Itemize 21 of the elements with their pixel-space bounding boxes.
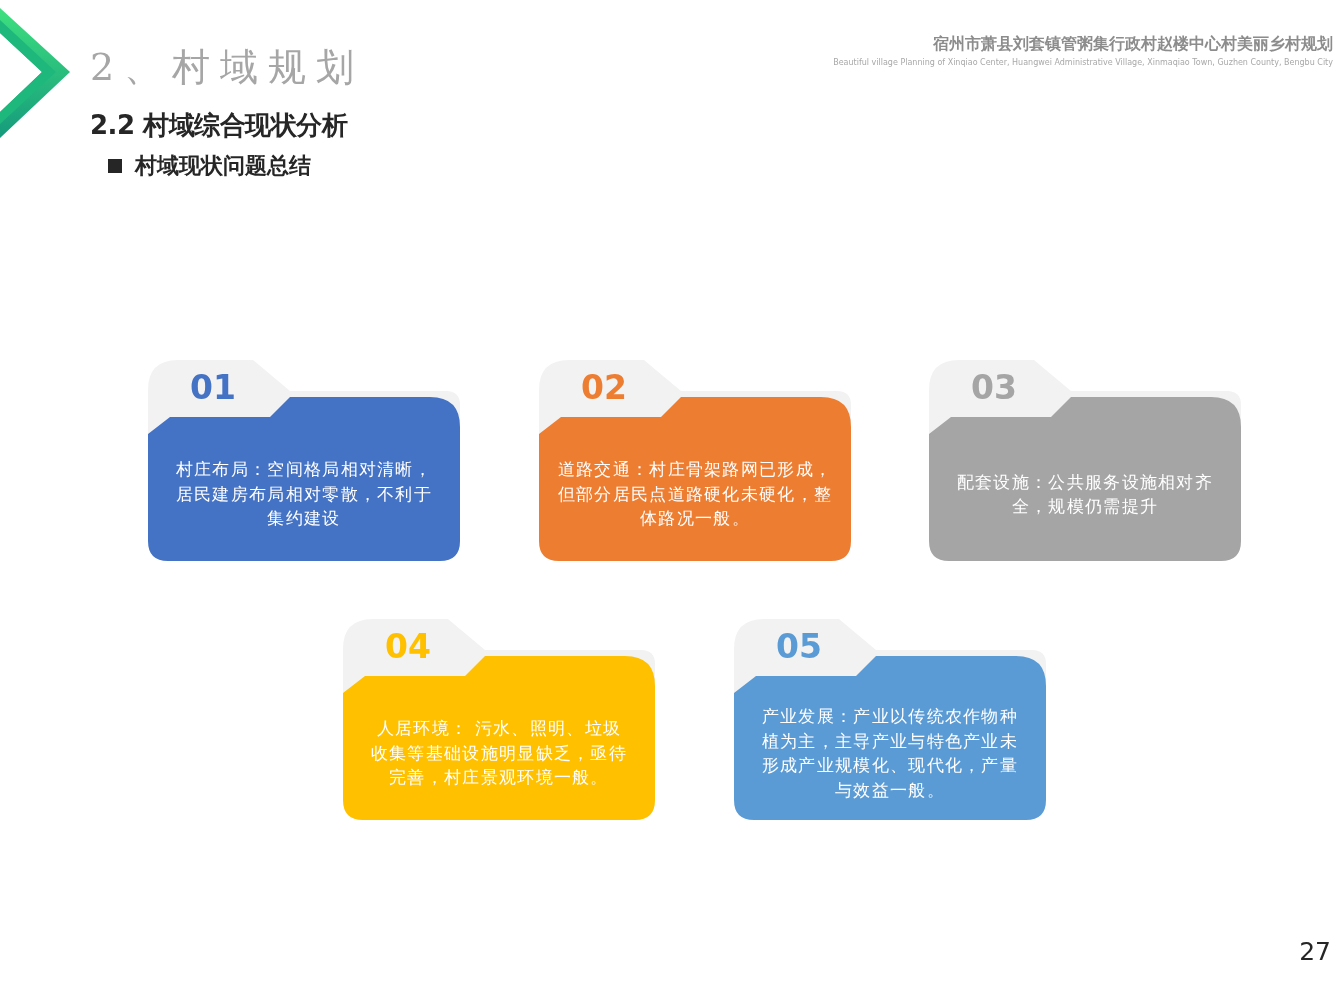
card-text: 配套设施：公共服务设施相对齐全，规模仍需提升 <box>955 470 1215 518</box>
folder-card <box>929 360 1241 561</box>
subsection-heading: 2.2 村域综合现状分析 <box>90 109 348 142</box>
card-text: 人居环境： 污水、照明、垃圾收集等基础设施明显缺乏，亟待完善，村庄景观环境一般。 <box>369 717 629 790</box>
bullet-heading: 村域现状问题总结 <box>135 152 311 180</box>
folder-card <box>734 619 1046 820</box>
folder-card <box>539 360 851 561</box>
card-number: 02 <box>581 368 627 408</box>
card-text: 村庄布局：空间格局相对清晰，居民建房布局相对零散，不利于集约建设 <box>174 458 434 531</box>
card-number: 01 <box>190 368 236 408</box>
card-text: 产业发展：产业以传统农作物种植为主，主导产业与特色产业未形成产业规模化、现代化，产量与效益一般。 <box>760 705 1020 802</box>
card-text: 道路交通：村庄骨架路网已形成，但部分居民点道路硬化未硬化，整体路况一般。 <box>556 458 834 531</box>
card-number: 05 <box>776 627 822 667</box>
header-title: 宿州市萧县刘套镇管粥集行政村赵楼中心村美丽乡村规划 <box>933 34 1333 55</box>
page-number: 27 <box>1299 937 1331 966</box>
folder-card <box>343 619 655 820</box>
card-number: 04 <box>385 627 431 667</box>
card-number: 03 <box>971 368 1017 408</box>
folder-card <box>148 360 460 561</box>
section-title: 2、村域规划 <box>90 44 365 91</box>
header-subtitle: Beautiful village Planning of Xinqiao Center, Huangwei Administrative Village, Xinmaqiao Town, Guzhen County, Bengbu City <box>833 58 1333 67</box>
